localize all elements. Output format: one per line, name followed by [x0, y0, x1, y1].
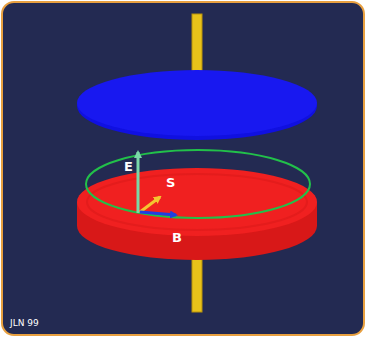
- e-field-arrow: [137, 152, 140, 213]
- field-label: S: [166, 176, 175, 189]
- field-label: E: [124, 160, 133, 173]
- b-field-arrow: [140, 212, 176, 215]
- panel-background: [2, 2, 364, 335]
- upper-plate: [77, 70, 317, 140]
- amperian-loop: [86, 150, 310, 218]
- field-label: B: [172, 231, 182, 244]
- lower-plate: [77, 168, 317, 260]
- poynting-arrow: [140, 197, 160, 212]
- watermark: JLN 99: [10, 319, 39, 328]
